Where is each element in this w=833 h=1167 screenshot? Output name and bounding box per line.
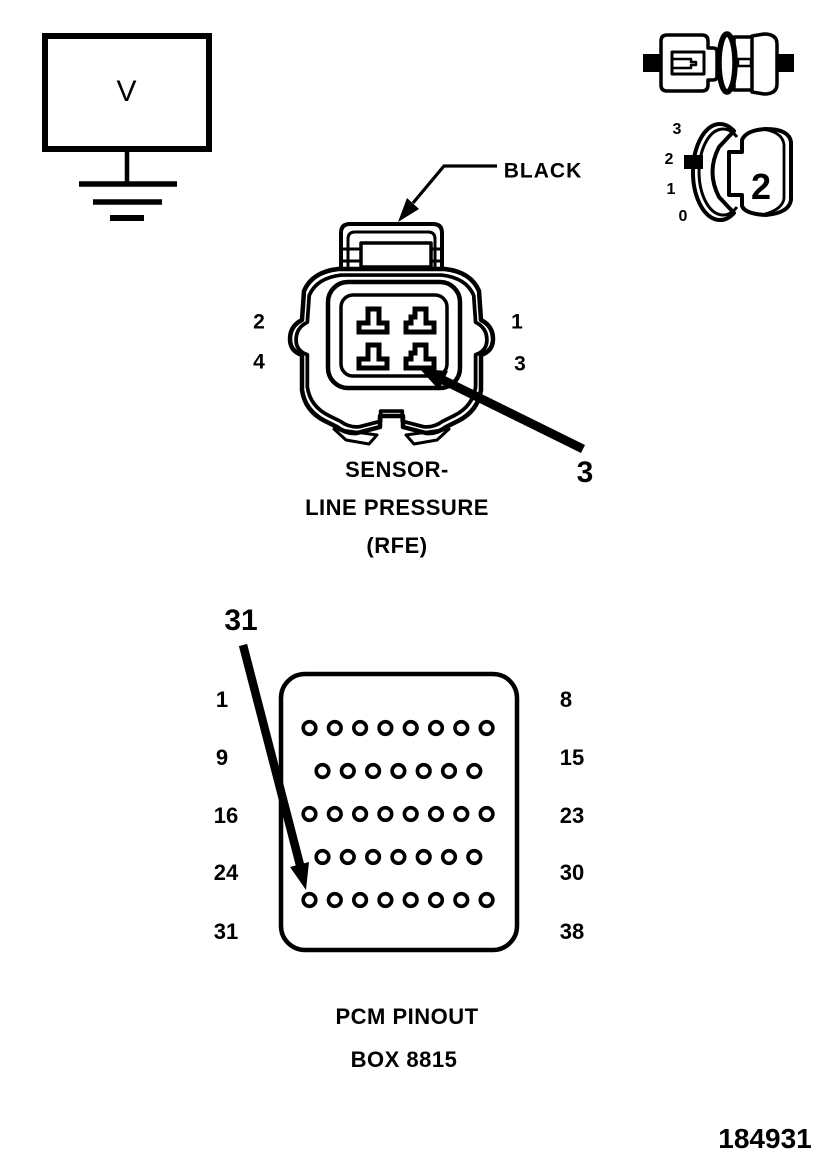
pcm-row-label-left-9: 9: [215, 745, 229, 770]
pcm-pin-hole: [478, 719, 495, 737]
ground-icon: [79, 181, 177, 221]
pcm-pin-hole: [352, 805, 369, 823]
pcm-pin-holes: [301, 719, 495, 909]
pcm-pin-hole: [390, 848, 407, 866]
connector-pin-label-3: 3: [514, 352, 526, 376]
dial-setting-label: 2: [750, 166, 772, 207]
pcm-row-label-left-24: 24: [213, 860, 239, 885]
pcm-pin-hole: [402, 719, 419, 737]
pcm-pin-hole: [427, 805, 445, 823]
connector-pin-label-4: 4: [253, 350, 265, 374]
pcm-pin-hole: [339, 848, 356, 866]
connector-pin-label-2: 2: [253, 310, 265, 334]
pcm-pin-hole: [314, 762, 331, 780]
dial-scale-1: 1: [666, 181, 676, 198]
pcm-pin-hole: [440, 848, 458, 866]
pcm-row-label-right-15: 15: [559, 745, 585, 770]
pcm-pin-hole: [440, 762, 458, 780]
connector-caption-line-1: SENSOR-: [345, 457, 449, 482]
figure-number: 184931: [718, 1123, 812, 1154]
pcm-pin-callout: 31: [224, 604, 258, 637]
pcm-pin-hole: [427, 891, 445, 909]
pcm-pin-hole: [415, 848, 432, 866]
voltmeter-icon: [42, 33, 212, 184]
connector-caption-line-2: LINE PRESSURE: [305, 495, 489, 520]
pcm-pin-hole: [402, 891, 419, 909]
pcm-pin-hole: [326, 891, 343, 909]
pcm-row-label-left-31: 31: [213, 919, 239, 944]
connector-pin-label-1: 1: [511, 310, 523, 334]
pcm-caption-line-1: PCM PINOUT: [335, 1004, 479, 1029]
pcm-pin-hole: [390, 762, 407, 780]
wire-color-label: BLACK: [503, 159, 583, 183]
pcm-row-label-left-16: 16: [213, 803, 239, 828]
pcm-pin-hole: [453, 891, 470, 909]
connector-terminals: [356, 306, 437, 371]
black-wire-arrow: [398, 164, 497, 222]
pcm-pin-hole: [415, 762, 432, 780]
dial-icon: [684, 122, 793, 222]
dial-setting-marker: [684, 155, 703, 169]
pin-3-arrow: [420, 369, 585, 454]
pcm-row-label-right-38: 38: [559, 919, 585, 944]
dial-scale-2: 2: [664, 151, 674, 168]
pcm-pin-hole: [352, 719, 369, 737]
pcm-pin-hole: [377, 805, 394, 823]
pcm-row-label-right-8: 8: [559, 687, 573, 712]
pcm-pin-hole: [326, 805, 343, 823]
pcm-box: [278, 671, 520, 953]
probe-pin-callout: 3: [576, 456, 594, 489]
pcm-pin-hole: [339, 762, 356, 780]
terminal-3: [403, 342, 437, 371]
dial-scale-0: 0: [678, 208, 688, 225]
connector-pair-icon: [643, 31, 794, 96]
pcm-pin-hole: [478, 891, 495, 909]
pin-31-arrow: [238, 643, 309, 890]
pcm-pin-hole: [377, 891, 394, 909]
pcm-pin-hole: [326, 719, 343, 737]
pcm-pin-hole: [314, 848, 331, 866]
pcm-pin-hole: [453, 805, 470, 823]
terminal-1: [356, 306, 390, 335]
pcm-pin-hole: [478, 805, 495, 823]
pcm-caption-line-2: BOX 8815: [350, 1047, 458, 1072]
terminal-4: [356, 342, 390, 371]
pcm-pin-hole: [301, 805, 318, 823]
connector-caption-line-3: (RFE): [366, 533, 428, 558]
connector-face: [287, 222, 496, 446]
pcm-pin-hole: [301, 719, 318, 737]
voltmeter-label: V: [116, 75, 138, 108]
pcm-pin-hole: [466, 762, 483, 780]
pcm-row-label-right-23: 23: [559, 803, 585, 828]
dial-scale-3: 3: [672, 121, 682, 138]
pcm-pin-hole: [402, 805, 419, 823]
pcm-pin-hole: [352, 891, 369, 909]
pcm-pin-hole: [365, 762, 382, 780]
pcm-pin-hole: [427, 719, 445, 737]
pcm-pin-hole: [377, 719, 394, 737]
pcm-row-label-right-30: 30: [559, 860, 585, 885]
pcm-pin-hole: [365, 848, 382, 866]
pcm-pin-hole: [301, 891, 318, 909]
terminal-2: [403, 306, 437, 335]
pcm-row-label-left-1: 1: [215, 687, 229, 712]
pcm-pin-hole: [453, 719, 470, 737]
pcm-pin-hole: [466, 848, 483, 866]
